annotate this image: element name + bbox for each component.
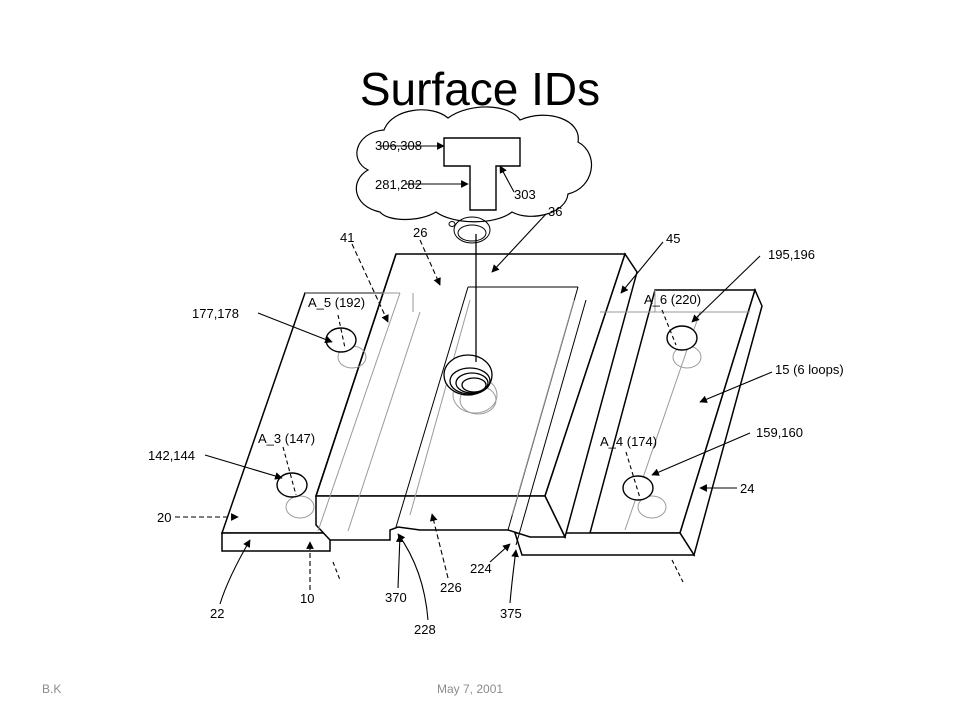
label-303: 303 [514,187,536,202]
footer-date: May 7, 2001 [437,682,504,696]
leader-a3 [282,446,297,496]
leader-228 [397,533,429,621]
leader-36 [491,213,547,273]
hole-a6 [666,325,698,351]
t-section-shape [443,137,521,211]
slide-title: Surface IDs [359,63,601,115]
callout-labels: 306,308 281,282 303 36 41 26 45 195,196 … [148,138,844,637]
leader-45 [620,241,664,294]
leader-15 [699,371,773,403]
leader-a5 [337,314,346,349]
label-195-196: 195,196 [768,247,815,262]
label-370: 370 [385,590,407,605]
leader-41 [351,243,389,323]
label-375: 375 [500,606,522,621]
footer-author: B.K [42,682,62,696]
label-159-160: 159,160 [756,425,803,440]
label-a5: A_5 (192) [308,295,365,310]
label-226: 226 [440,580,462,595]
leader-375 [509,549,519,604]
hole-a3 [276,472,308,498]
label-22: 22 [210,606,224,621]
leader-a6 [661,309,677,346]
label-306-308: 306,308 [375,138,422,153]
hole-a4 [622,475,654,501]
leader-195 [691,255,761,323]
detail-cloud [355,106,593,244]
label-281-282: 281,282 [375,177,422,192]
leader-224 [489,543,511,563]
hidden-lines [285,290,750,532]
label-41: 41 [340,230,354,245]
holes [276,325,698,501]
label-142-144: 142,144 [148,448,195,463]
label-36: 36 [548,204,562,219]
label-26: 26 [413,225,427,240]
label-228: 228 [414,622,436,637]
leader-22 [219,539,251,605]
leader-26 [419,239,441,286]
label-24: 24 [740,481,754,496]
label-a6: A_6 (220) [644,292,701,307]
label-224: 224 [470,561,492,576]
center-hole [443,234,493,396]
leader-lines [175,142,773,621]
leader-303 [499,165,515,193]
leader-370 [395,534,404,589]
label-a3: A_3 (147) [258,431,315,446]
leader-159 [651,432,751,476]
label-177-178: 177,178 [192,306,239,321]
label-10: 10 [300,591,314,606]
leader-142 [204,454,283,480]
label-a4: A_4 (174) [600,434,657,449]
label-20: 20 [157,510,171,525]
leader-226 [429,513,449,579]
label-45: 45 [666,231,680,246]
leader-a4 [625,451,641,499]
leader-177 [257,312,333,344]
label-15: 15 (6 loops) [775,362,844,377]
